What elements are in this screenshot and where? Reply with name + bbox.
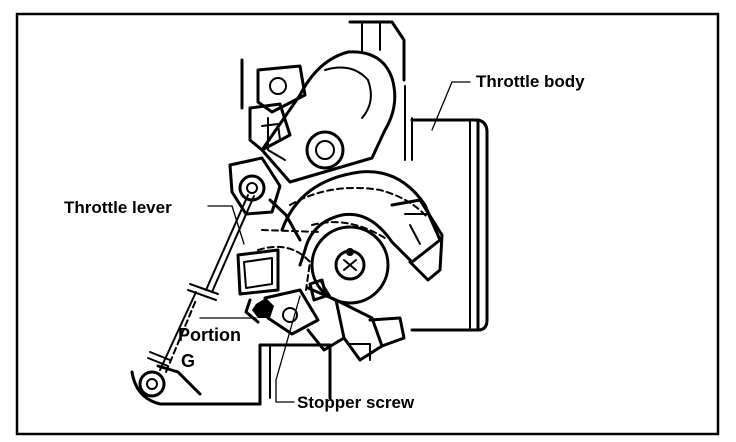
sector-lever: [261, 170, 444, 305]
label-throttle-lever: Throttle lever: [64, 198, 172, 217]
throttle-body-drawing: [404, 85, 489, 332]
leader-lines: [199, 81, 471, 403]
lower-mechanism: [236, 246, 406, 362]
diagram-frame: [15, 12, 720, 436]
throttle-lever-drawing: [205, 156, 302, 293]
upper-cam-linkage: [240, 20, 406, 184]
label-stopper-screw: Stopper screw: [297, 393, 415, 412]
label-portion-letter: G: [181, 351, 195, 371]
label-portion: Portion: [178, 325, 241, 345]
lower-bracket: [130, 283, 332, 406]
label-throttle-body: Throttle body: [476, 72, 585, 91]
